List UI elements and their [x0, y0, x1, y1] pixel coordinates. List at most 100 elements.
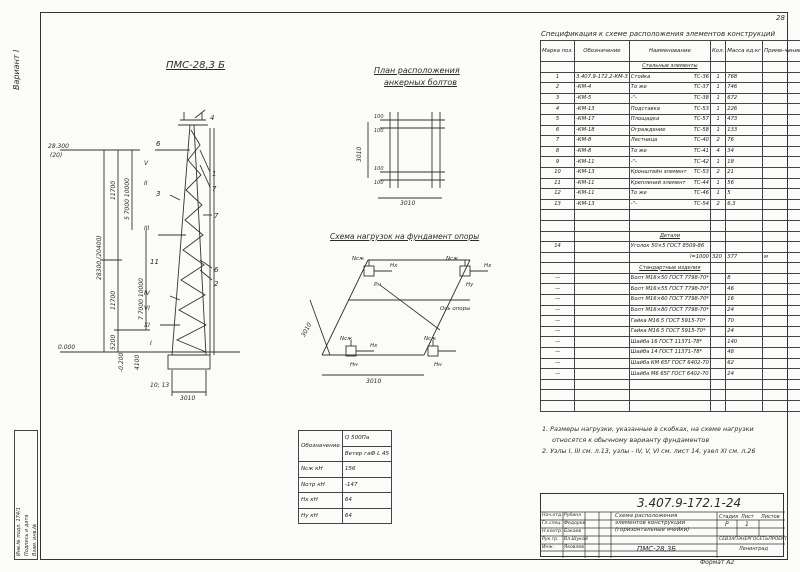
spec-pos: — [539, 294, 576, 306]
ls-nsj-2: Nсж [446, 256, 459, 262]
spec-note [762, 283, 800, 296]
tower-structure [60, 109, 240, 396]
spec-code: ТС-54 [693, 201, 709, 208]
spec-pos: 13 [539, 198, 576, 211]
spec-header-row: Марка поз. Обозначение Наименование Кол.… [539, 40, 800, 62]
spec-pos: 7 [539, 135, 576, 147]
spec-code: ТС-37 [693, 84, 709, 91]
spec-empty-row [539, 378, 800, 391]
stamp-person-3: Бакаев [564, 529, 582, 534]
elev-low: -0.200 [118, 352, 125, 372]
loads-label: Nотр кН [298, 476, 343, 493]
spec-code: ТС-46 [693, 190, 709, 197]
base-label: 10; 13 [150, 382, 170, 389]
spec-designation: -КМ-11 [574, 156, 630, 168]
spec-cell-empty [725, 230, 764, 243]
spec-cell-empty [539, 389, 576, 401]
spec-name-text: Креплений элемент [630, 179, 686, 186]
stamp-sheets-header: Листов [761, 514, 780, 520]
loads-label: Hy кН [298, 507, 343, 524]
spec-note [762, 71, 800, 84]
spec-designation [574, 347, 630, 359]
spec-note [762, 188, 800, 200]
spec-cell-empty [709, 400, 727, 412]
spec-mass: 24 [725, 304, 764, 317]
spec-cell-empty [709, 262, 727, 274]
stamp-title-1: Схема расположения [615, 513, 678, 519]
ls-dim-x: 3010 [366, 378, 382, 385]
spec-note [762, 325, 800, 338]
dim-a: 11700 [110, 180, 117, 200]
ls-rm: Pн [374, 282, 381, 288]
spec-designation: -КМ-5 [574, 92, 630, 105]
spec-cell-empty [628, 378, 711, 391]
spec-cell-empty [709, 219, 727, 232]
node-ii: II [144, 180, 148, 187]
spec-col-designation: Обозначение [574, 40, 630, 62]
plan-dim-h: 3010 [400, 200, 416, 207]
ls-nn-2: Hн [434, 362, 442, 368]
spec-standard-row: —Болт М16×50 ГОСТ 7798-70*8 [539, 272, 800, 285]
spec-qty [709, 294, 727, 306]
spec-cell-empty [762, 378, 800, 391]
spec-note [762, 92, 800, 105]
spec-name: Гайка М16.5 ГОСТ 5915-70* [628, 315, 711, 327]
spec-mass: 6,3 [725, 198, 764, 211]
spec-name-text: Стойка [630, 73, 651, 80]
spec-designation: -КМ-13 [574, 166, 630, 179]
load-scheme [309, 259, 488, 376]
spec-empty-row [539, 389, 800, 401]
node-v: V [144, 160, 149, 167]
spec-mass: 8 [725, 272, 764, 285]
spec-name: Шайба М6 65Г ГОСТ 6402-70 [628, 368, 711, 380]
node-vi: VI [144, 305, 150, 312]
spec-name-text: Лестница [630, 137, 658, 144]
spec-pos: — [539, 357, 576, 370]
stamp-sheet: 1 [745, 521, 749, 528]
spec-section-label: Детали [628, 230, 711, 243]
dim-d: 4100 [134, 354, 141, 370]
spec-cell-empty [725, 219, 764, 232]
base-dim: 3010 [180, 395, 196, 402]
spec-mass: 46 [725, 283, 764, 296]
spec-cell-empty [725, 378, 764, 391]
spec-cell-empty [574, 209, 630, 221]
spec-cell-empty [725, 262, 764, 274]
spec-section-label: Стальные элементы [628, 61, 711, 73]
spec-cell-empty [628, 209, 711, 221]
spec-code: ТС-53 [693, 169, 709, 176]
spec-cell-empty [574, 389, 630, 401]
spec-cell-empty [539, 230, 576, 243]
spec-qty: 1 [709, 177, 727, 190]
spec-cell-empty [709, 389, 727, 401]
spec-code: ТС-53 [693, 105, 709, 112]
spec-code: ТС-36 [693, 73, 709, 80]
tower-num-11: 11 [150, 258, 159, 266]
ls-hx-1: Hx [390, 263, 398, 269]
stamp-stage: Р [725, 521, 729, 528]
spec-cell-empty [762, 400, 800, 412]
spec-mass: 768 [725, 71, 764, 84]
spec-cell-empty [762, 262, 800, 274]
spec-qty: 1 [709, 103, 727, 115]
spec-mass: 48 [725, 347, 764, 359]
stamp-stage-header: Стадия [719, 514, 739, 520]
spec-note [762, 294, 800, 306]
spec-pos: 11 [539, 177, 576, 190]
spec-qty: 1 [709, 71, 727, 84]
node-i: I [150, 340, 152, 347]
spec-qty: 4 [709, 145, 727, 158]
plan-dim-v: 3010 [356, 146, 363, 162]
elev-top-paren: (20) [50, 152, 63, 159]
stamp-title-3: (горизонтальные ячейки) [615, 527, 690, 533]
spec-code: ТС-44 [693, 179, 709, 186]
